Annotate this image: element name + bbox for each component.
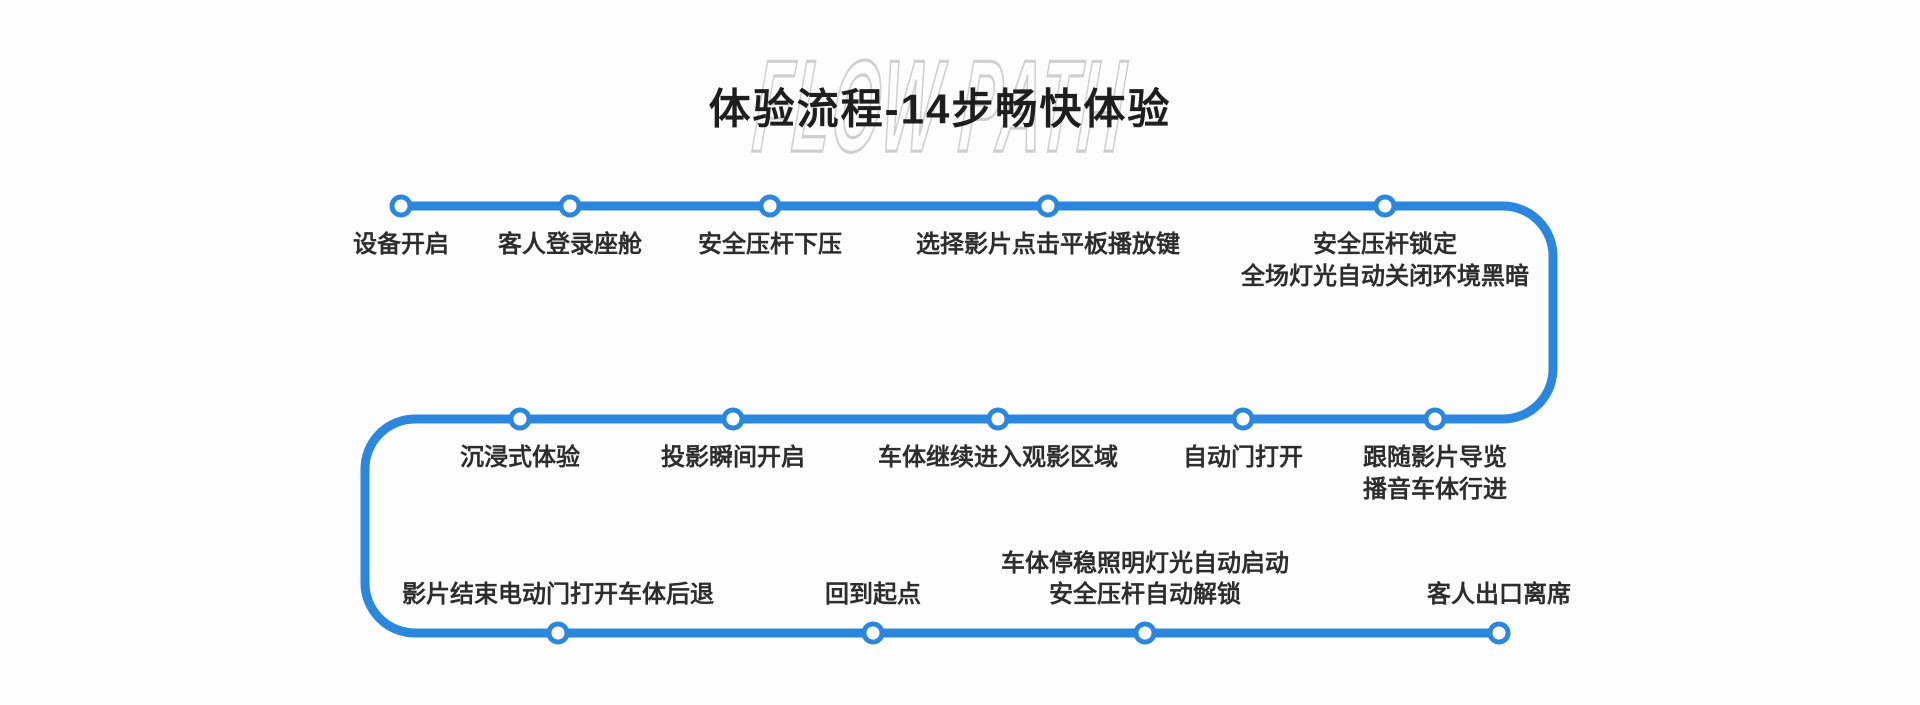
step-label: 自动门打开 xyxy=(1183,444,1303,471)
step-dot xyxy=(389,194,413,218)
step-label: 安全压杆下压 xyxy=(698,231,842,258)
step-dot xyxy=(1231,407,1255,431)
step-dot xyxy=(508,407,532,431)
step-dot xyxy=(1133,621,1157,645)
step-dot xyxy=(721,407,745,431)
step-dot xyxy=(558,194,582,218)
step-label: 车体停稳照明灯光自动启动 安全压杆自动解锁 xyxy=(1001,549,1289,609)
step-dot xyxy=(546,621,570,645)
step-label: 跟随影片导览 播音车体行进 xyxy=(1363,444,1507,503)
step-dot xyxy=(1423,407,1447,431)
step-label: 车体继续进入观影区域 xyxy=(878,444,1118,471)
step-label: 投影瞬间开启 xyxy=(661,444,805,471)
step-dot xyxy=(861,621,885,645)
step-dot xyxy=(1487,621,1511,645)
step-label: 客人登录座舱 xyxy=(498,231,642,258)
step-label: 选择影片点击平板播放键 xyxy=(916,231,1180,258)
step-label: 客人出口离席 xyxy=(1427,581,1571,609)
page-title: 体验流程-14步畅快体验 xyxy=(708,85,1172,133)
step-label: 回到起点 xyxy=(825,581,921,609)
step-label: 设备开启 xyxy=(353,231,449,258)
step-dot xyxy=(1373,194,1397,218)
step-dot xyxy=(986,407,1010,431)
step-dot xyxy=(758,194,782,218)
step-dot xyxy=(1036,194,1060,218)
step-label: 影片结束电动门打开车体后退 xyxy=(402,581,714,609)
step-label: 安全压杆锁定 全场灯光自动关闭环境黑暗 xyxy=(1241,231,1529,290)
step-label: 沉浸式体验 xyxy=(460,444,580,471)
